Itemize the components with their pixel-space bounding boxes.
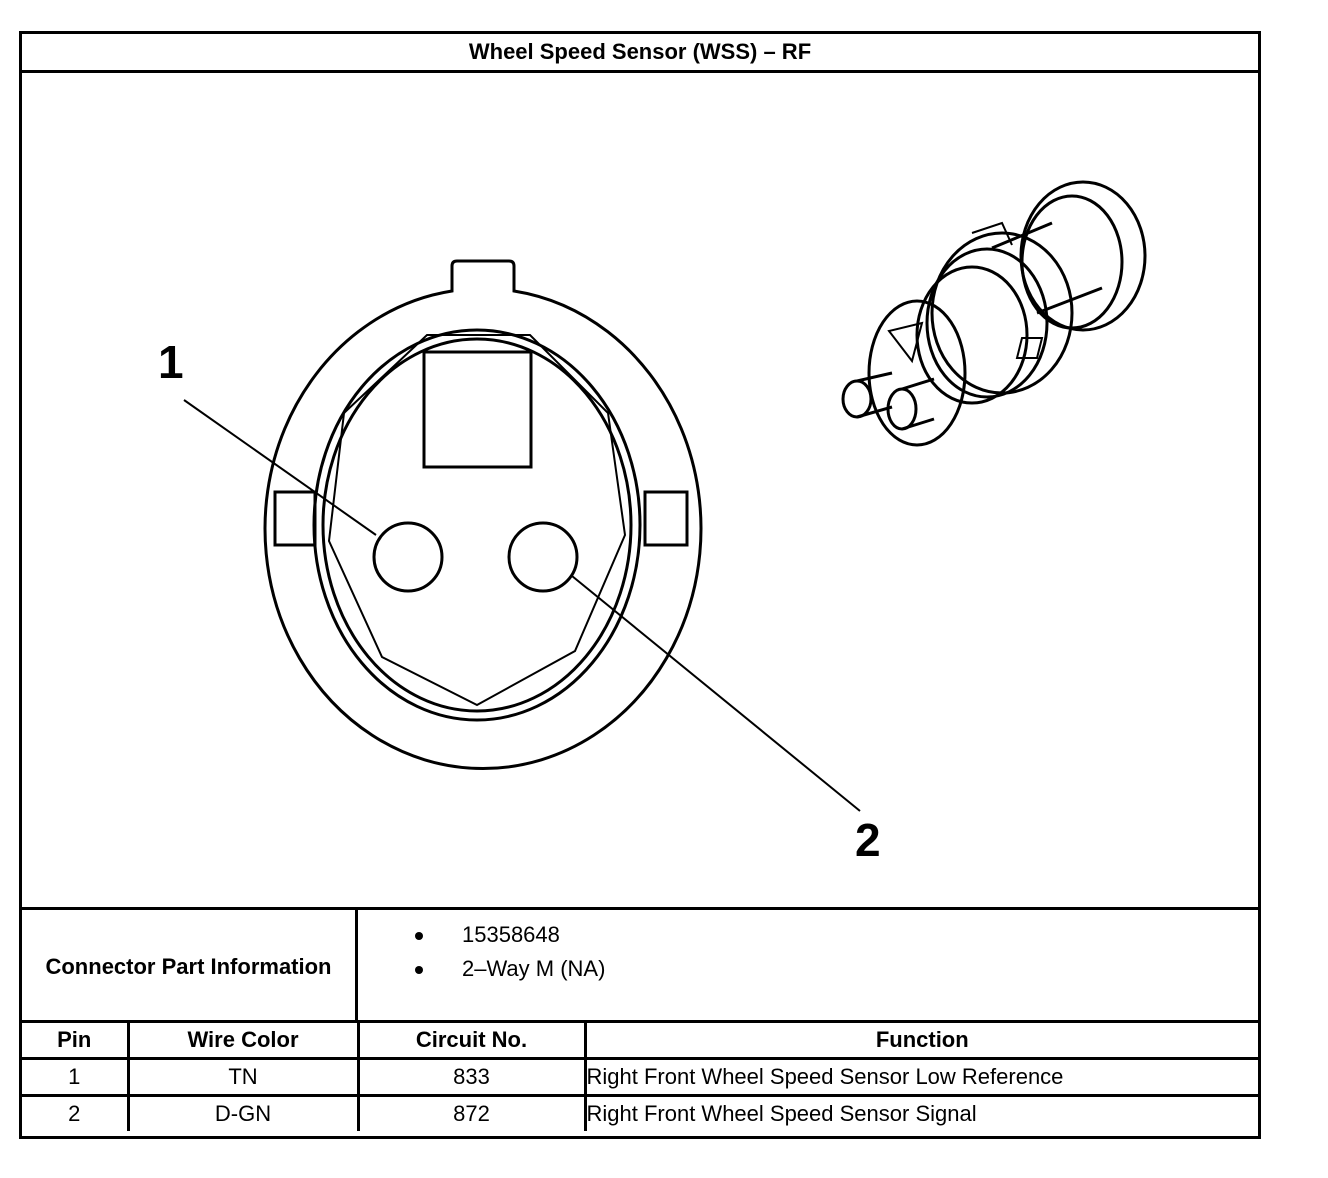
pinout-table: Pin Wire Color Circuit No. Function 1 TN… xyxy=(22,1020,1258,1131)
header-wire-color: Wire Color xyxy=(126,1020,360,1060)
sensor-perspective-view xyxy=(841,180,1147,447)
wire-color-cell: TN xyxy=(126,1057,360,1097)
table-header-row: Pin Wire Color Circuit No. Function xyxy=(22,1020,1258,1060)
callout-2-label: 2 xyxy=(855,814,881,866)
page-title: Wheel Speed Sensor (WSS) – RF xyxy=(22,34,1258,73)
callout-1-label: 1 xyxy=(158,336,184,388)
connector-part-info: Connector Part Information 15358648 2–Wa… xyxy=(22,907,1258,1023)
pin-2-socket xyxy=(507,521,579,593)
function-cell: Right Front Wheel Speed Sensor Signal xyxy=(583,1094,1258,1131)
connector-type: 2–Way M (NA) xyxy=(407,952,605,986)
key-block xyxy=(422,350,533,469)
pin-cell: 2 xyxy=(22,1094,130,1131)
circuit-cell: 872 xyxy=(356,1094,587,1131)
pin-cell: 1 xyxy=(22,1057,130,1097)
connector-frame: Wheel Speed Sensor (WSS) – RF xyxy=(19,31,1261,1139)
sensor-key xyxy=(887,321,924,364)
inner-ring-inner xyxy=(321,337,633,713)
connector-diagram: 1 2 xyxy=(22,73,1258,907)
callout-1-leader xyxy=(183,399,377,536)
circuit-cell: 833 xyxy=(356,1057,587,1097)
inner-ring-outer xyxy=(312,328,642,722)
connector-info-label: Connector Part Information xyxy=(22,910,358,1023)
connector-info-list: 15358648 2–Way M (NA) xyxy=(407,918,605,986)
header-circuit: Circuit No. xyxy=(356,1020,587,1060)
sensor-face xyxy=(867,299,967,447)
wire-color-cell: D-GN xyxy=(126,1094,360,1131)
header-pin: Pin xyxy=(22,1020,130,1060)
header-function: Function xyxy=(583,1020,1258,1060)
sensor-cap xyxy=(1019,180,1147,332)
table-row: 1 TN 833 Right Front Wheel Speed Sensor … xyxy=(22,1057,1258,1097)
table-row: 2 D-GN 872 Right Front Wheel Speed Senso… xyxy=(22,1094,1258,1131)
pin-1-socket xyxy=(372,521,444,593)
inner-cavity xyxy=(327,334,627,707)
right-latch xyxy=(643,490,689,547)
part-number: 15358648 xyxy=(407,918,605,952)
callout-2-leader xyxy=(571,575,861,812)
connector-outer-shell xyxy=(263,259,703,771)
sensor-body xyxy=(930,231,1074,395)
left-latch xyxy=(273,490,317,547)
connector-face-drawing xyxy=(183,180,1147,812)
function-cell: Right Front Wheel Speed Sensor Low Refer… xyxy=(583,1057,1258,1097)
